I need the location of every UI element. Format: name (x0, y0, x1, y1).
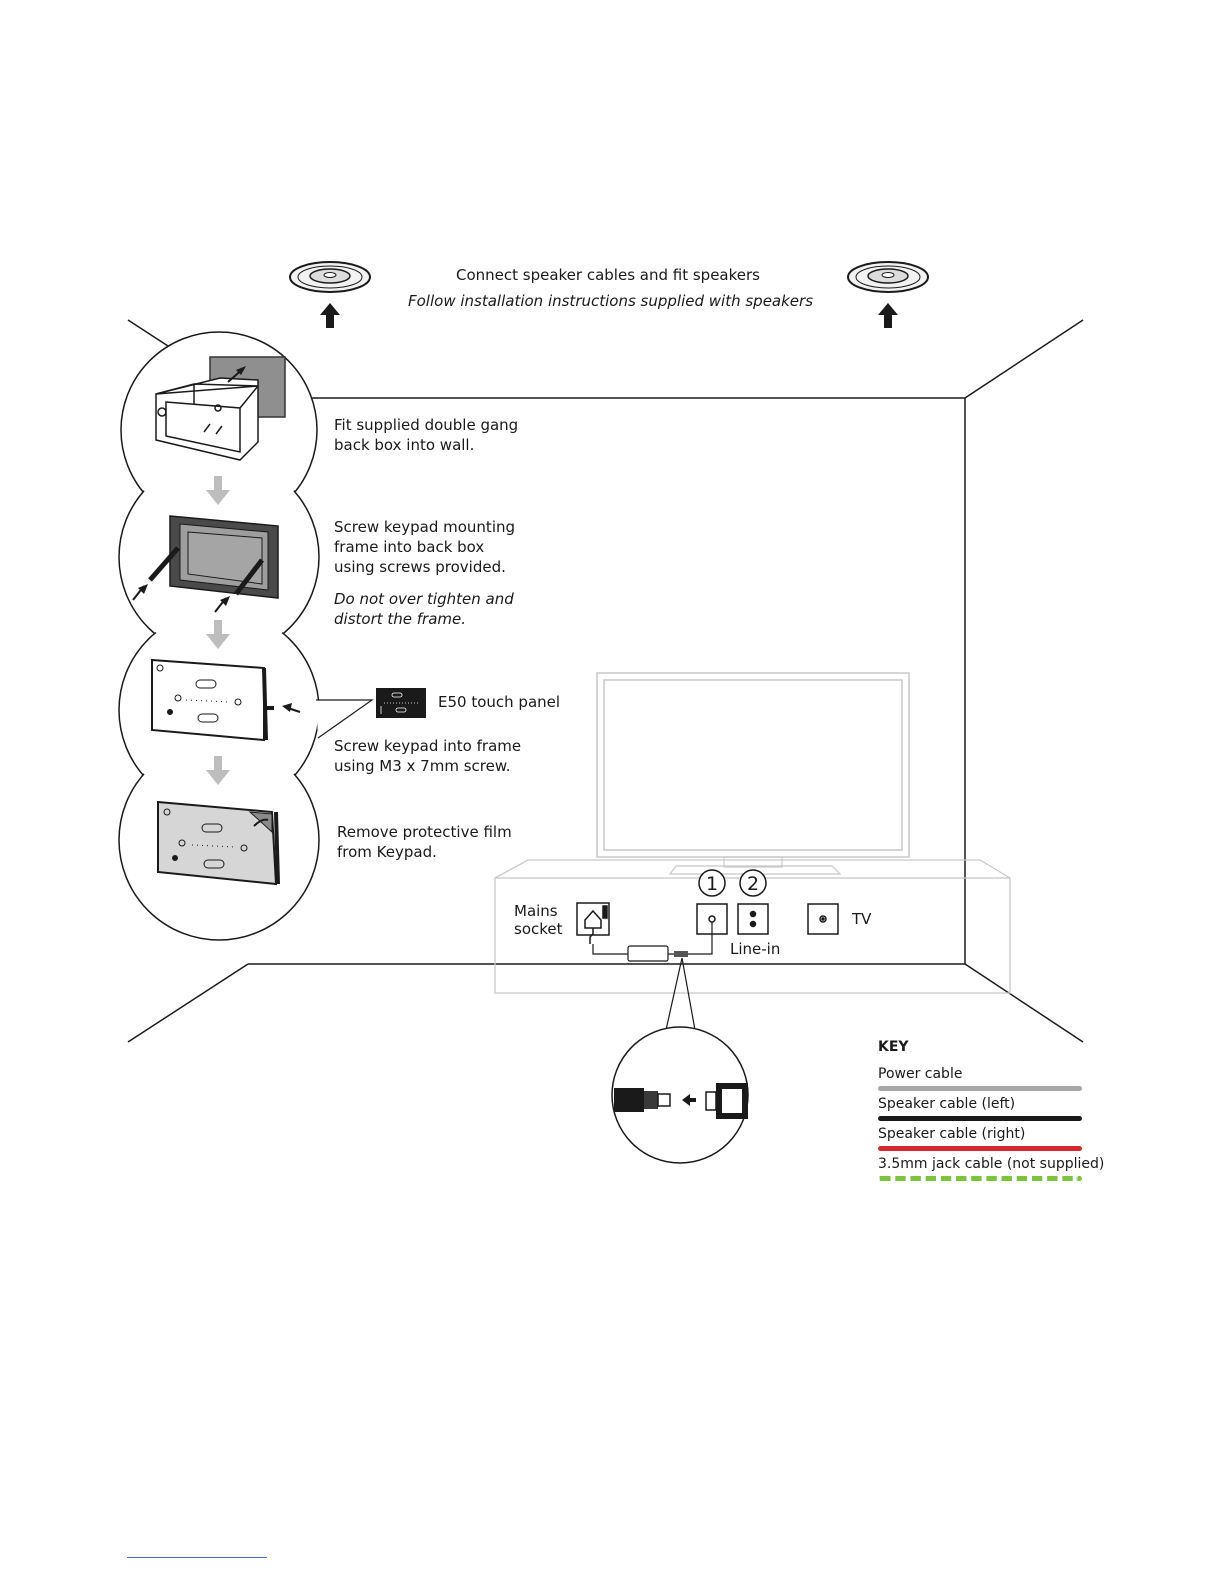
step-1-line-1: Fit supplied double gang (334, 416, 519, 434)
marker-2: 2 (739, 869, 767, 897)
step-4-line-1: Remove protective film (337, 823, 512, 841)
tv-label: TV (852, 910, 872, 928)
step-4-line-2: from Keypad. (337, 843, 437, 861)
step-2-note-2: distort the frame. (334, 610, 467, 628)
ceiling-speaker-left-icon (289, 261, 371, 328)
jack-cable (592, 922, 713, 1031)
step-3-line-2: using M3 x 7mm screw. (334, 757, 511, 775)
touch-panel-label: E50 touch panel (438, 693, 561, 711)
key-item-label: 3.5mm jack cable (not supplied) (878, 1156, 1105, 1172)
step-1-line-2: back box into wall. (334, 436, 475, 454)
key-item-swatch (878, 1176, 1082, 1181)
tv-socket (807, 903, 839, 935)
step-2-line-3: using screws provided. (334, 558, 506, 576)
keypad-illustration (151, 658, 301, 742)
step-3-line-1: Screw keypad into frame (334, 737, 522, 755)
step-arrow-icon (206, 620, 230, 649)
keypad-film-illustration (157, 800, 280, 886)
key-item-swatch (878, 1086, 1082, 1091)
key-item-label: Speaker cable (left) (878, 1096, 1016, 1112)
mains-socket-icon (576, 902, 610, 944)
key-item-label: Power cable (878, 1066, 963, 1082)
mounting-frame-illustration (132, 515, 279, 613)
key-item: Power cable (878, 1066, 1082, 1096)
room-outline (127, 319, 1084, 1043)
key-item: Speaker cable (right) (878, 1126, 1082, 1156)
marker-1: 1 (698, 869, 726, 897)
key-title: KEY (878, 1039, 909, 1055)
step-arrow-icon (206, 476, 230, 505)
tv-illustration (596, 672, 910, 875)
footer-link-underline (127, 1557, 267, 1558)
key-item: Speaker cable (left) (878, 1096, 1082, 1126)
callout-pointer (316, 699, 374, 739)
step-2-line-2: frame into back box (334, 538, 485, 556)
step-arrow-icon (206, 756, 230, 785)
step-2-note-1: Do not over tighten and (334, 590, 514, 608)
top-subtitle: Follow installation instructions supplie… (408, 292, 814, 310)
key-item-swatch (878, 1146, 1082, 1151)
mains-label-1: Mains (514, 902, 558, 920)
top-title: Connect speaker cables and fit speakers (455, 266, 760, 284)
mains-label-2: socket (514, 920, 563, 938)
key-item-label: Speaker cable (right) (878, 1126, 1026, 1142)
touch-panel-thumbnail-icon (376, 688, 426, 718)
jack-zoom-illustration (611, 1026, 749, 1164)
step-2-line-1: Screw keypad mounting (334, 518, 516, 536)
marker-2-label: 2 (747, 873, 759, 895)
line-in-socket-2 (737, 903, 769, 935)
key-item-swatch (878, 1116, 1082, 1121)
back-box-illustration (155, 356, 286, 461)
marker-1-label: 1 (706, 873, 718, 895)
ceiling-speaker-right-icon (847, 261, 929, 328)
key-item: 3.5mm jack cable (not supplied) (878, 1156, 1104, 1186)
line-in-label: Line-in (730, 940, 781, 958)
